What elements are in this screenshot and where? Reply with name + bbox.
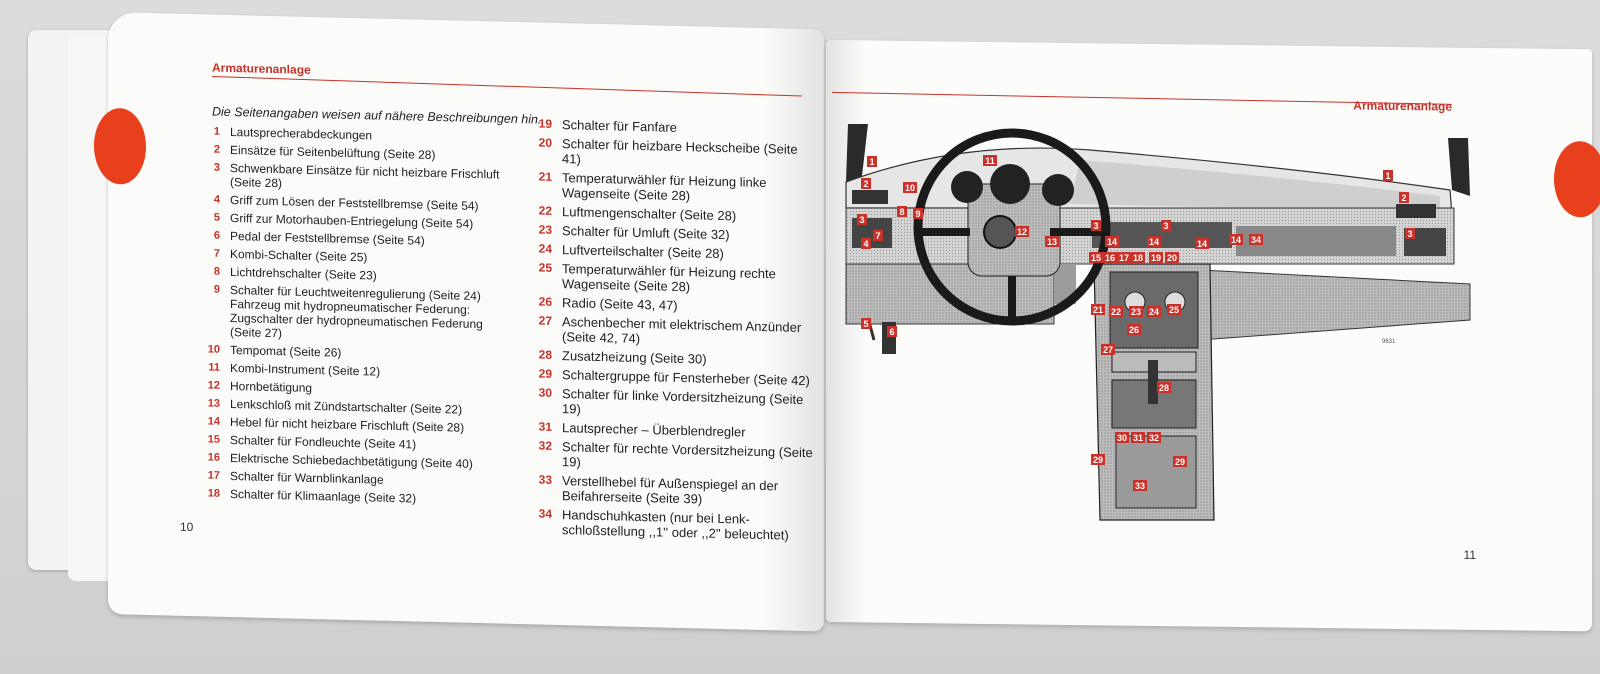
- callout-badge: 1: [867, 156, 877, 167]
- svg-text:26: 26: [1129, 325, 1139, 335]
- callout-badge: 14: [1229, 234, 1243, 245]
- svg-text:23: 23: [1131, 307, 1141, 317]
- callout-badge: 31: [1131, 432, 1145, 443]
- callout-badge: 7: [873, 230, 883, 241]
- svg-text:3: 3: [1093, 221, 1098, 231]
- callout-badge: 21: [1091, 304, 1105, 315]
- svg-text:1: 1: [869, 157, 874, 167]
- svg-text:14: 14: [1231, 235, 1241, 245]
- steering-wheel: [913, 128, 1111, 326]
- dashboard-fascia: [845, 190, 1455, 265]
- svg-text:13: 13: [1047, 237, 1057, 247]
- a-pillar-right: [1448, 138, 1470, 196]
- callout-badge: 3: [857, 214, 867, 225]
- callout-badge: 30: [1115, 432, 1129, 443]
- svg-text:4: 4: [863, 239, 868, 249]
- figure-code: 9631: [1382, 339, 1396, 345]
- svg-text:3: 3: [1163, 221, 1168, 231]
- callout-badge: 3: [1091, 220, 1101, 231]
- svg-text:3: 3: [859, 215, 864, 225]
- svg-text:12: 12: [1017, 227, 1027, 237]
- callout-badge: 27: [1101, 344, 1115, 355]
- callout-badge: 14: [1195, 238, 1209, 249]
- svg-text:22: 22: [1111, 307, 1121, 317]
- svg-text:3: 3: [1407, 229, 1412, 239]
- svg-text:7: 7: [875, 231, 880, 241]
- callout-badge: 17: [1117, 252, 1131, 263]
- callout-badge: 33: [1133, 480, 1147, 491]
- svg-text:2: 2: [863, 179, 868, 189]
- svg-text:32: 32: [1149, 433, 1159, 443]
- callout-badge: 14: [1105, 236, 1119, 247]
- callout-badge: 6: [887, 326, 897, 337]
- callout-badge: 25: [1167, 304, 1181, 315]
- svg-text:6: 6: [889, 327, 894, 337]
- dashboard-top: [845, 147, 1453, 217]
- svg-text:14: 14: [1149, 237, 1159, 247]
- svg-text:21: 21: [1093, 305, 1103, 315]
- callout-badge: 28: [1157, 382, 1171, 393]
- svg-text:29: 29: [1093, 455, 1103, 465]
- callout-badge: 4: [861, 238, 871, 249]
- callout-badge: 13: [1045, 236, 1059, 247]
- callout-badge: 34: [1249, 234, 1263, 245]
- callout-badge: 12: [1015, 226, 1029, 237]
- callout-badge: 16: [1103, 252, 1117, 263]
- callout-badge: 10: [903, 182, 917, 193]
- svg-text:15: 15: [1091, 253, 1101, 263]
- svg-text:1: 1: [1385, 171, 1390, 181]
- callout-badge: 23: [1129, 306, 1143, 317]
- svg-text:34: 34: [1251, 235, 1261, 245]
- svg-text:14: 14: [1197, 239, 1207, 249]
- callout-badge: 2: [1399, 192, 1409, 203]
- callout-badge: 26: [1127, 324, 1141, 335]
- callout-badge: 1: [1383, 170, 1393, 181]
- svg-text:18: 18: [1133, 253, 1143, 263]
- svg-text:31: 31: [1133, 433, 1143, 443]
- svg-text:19: 19: [1151, 253, 1161, 263]
- callout-badge: 2: [861, 178, 871, 189]
- callout-badge: 3: [1161, 220, 1171, 231]
- callout-badge: 22: [1109, 306, 1123, 317]
- callout-badge: 15: [1089, 252, 1103, 263]
- svg-text:33: 33: [1135, 481, 1145, 491]
- svg-text:29: 29: [1175, 457, 1185, 467]
- svg-text:24: 24: [1149, 307, 1159, 317]
- svg-text:9: 9: [915, 209, 920, 219]
- a-pillar-left: [846, 124, 868, 182]
- callout-badge: 14: [1147, 236, 1161, 247]
- svg-text:2: 2: [1401, 193, 1406, 203]
- callout-badge: 19: [1149, 252, 1163, 263]
- svg-text:17: 17: [1119, 253, 1129, 263]
- svg-text:28: 28: [1159, 383, 1169, 393]
- instrument-cluster: [951, 164, 1074, 206]
- svg-text:25: 25: [1169, 305, 1179, 315]
- callout-badge: 29: [1091, 454, 1105, 465]
- svg-text:10: 10: [905, 183, 915, 193]
- svg-text:11: 11: [985, 156, 995, 166]
- callout-badge: 18: [1131, 252, 1145, 263]
- center-console: [1093, 263, 1215, 521]
- callout-badge: 32: [1147, 432, 1161, 443]
- svg-text:5: 5: [863, 319, 868, 329]
- svg-text:16: 16: [1105, 253, 1115, 263]
- callout-badge: 29: [1173, 456, 1187, 467]
- callout-badge: 3: [1405, 228, 1415, 239]
- callout-badge: 24: [1147, 306, 1161, 317]
- callout-badge: 5: [861, 318, 871, 329]
- callout-badge: 11: [983, 155, 997, 166]
- svg-text:30: 30: [1117, 433, 1127, 443]
- svg-text:14: 14: [1107, 237, 1117, 247]
- callout-badge: 8: [897, 206, 907, 217]
- callout-badge: 9: [913, 208, 923, 219]
- callout-badge: 20: [1165, 252, 1179, 263]
- svg-text:8: 8: [899, 207, 904, 217]
- svg-text:27: 27: [1103, 345, 1113, 355]
- svg-text:20: 20: [1167, 253, 1177, 263]
